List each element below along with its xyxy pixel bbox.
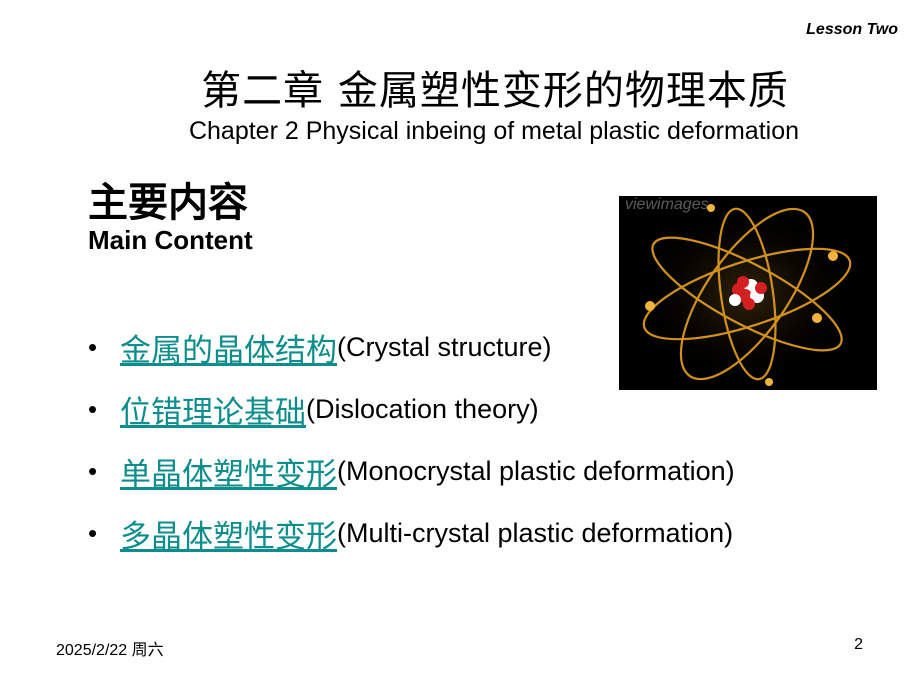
list-item-text: (Crystal structure)	[337, 331, 552, 362]
image-watermark: viewimages	[625, 196, 709, 213]
bullet-icon: •	[88, 517, 98, 548]
list-item: • 单晶体塑性变形 (Monocrystal plastic deformati…	[88, 440, 735, 502]
bullet-icon: •	[88, 393, 98, 424]
section-heading-english: Main Content	[88, 225, 253, 255]
section-heading-chinese: 主要内容	[88, 180, 248, 226]
slide-title-english: Chapter 2 Physical inbeing of metal plas…	[188, 117, 800, 145]
bullet-icon: •	[88, 331, 98, 362]
bullet-icon: •	[88, 455, 98, 486]
atom-image: viewimages	[619, 196, 877, 390]
list-item-text: (Monocrystal plastic deformation)	[337, 455, 735, 486]
list-item-text: (Dislocation theory)	[306, 393, 539, 424]
link-multicrystal-deformation[interactable]: 多晶体塑性变形	[120, 518, 337, 555]
atom-icon	[619, 196, 877, 390]
lesson-label: Lesson Two	[806, 21, 898, 38]
link-crystal-structure[interactable]: 金属的晶体结构	[120, 332, 337, 369]
footer-date: 2025/2/22 周六	[56, 642, 164, 659]
content-list: • 金属的晶体结构 (Crystal structure) • 位错理论基础 (…	[88, 316, 735, 564]
link-dislocation-theory[interactable]: 位错理论基础	[120, 394, 306, 431]
list-item-text: (Multi-crystal plastic deformation)	[337, 517, 734, 548]
slide-title-chinese: 第二章 金属塑性变形的物理本质	[201, 68, 789, 114]
page-number: 2	[854, 636, 863, 653]
list-item: • 位错理论基础 (Dislocation theory)	[88, 378, 735, 440]
list-item: • 金属的晶体结构 (Crystal structure)	[88, 316, 735, 378]
link-monocrystal-deformation[interactable]: 单晶体塑性变形	[120, 456, 337, 493]
list-item: • 多晶体塑性变形 (Multi-crystal plastic deforma…	[88, 502, 735, 564]
